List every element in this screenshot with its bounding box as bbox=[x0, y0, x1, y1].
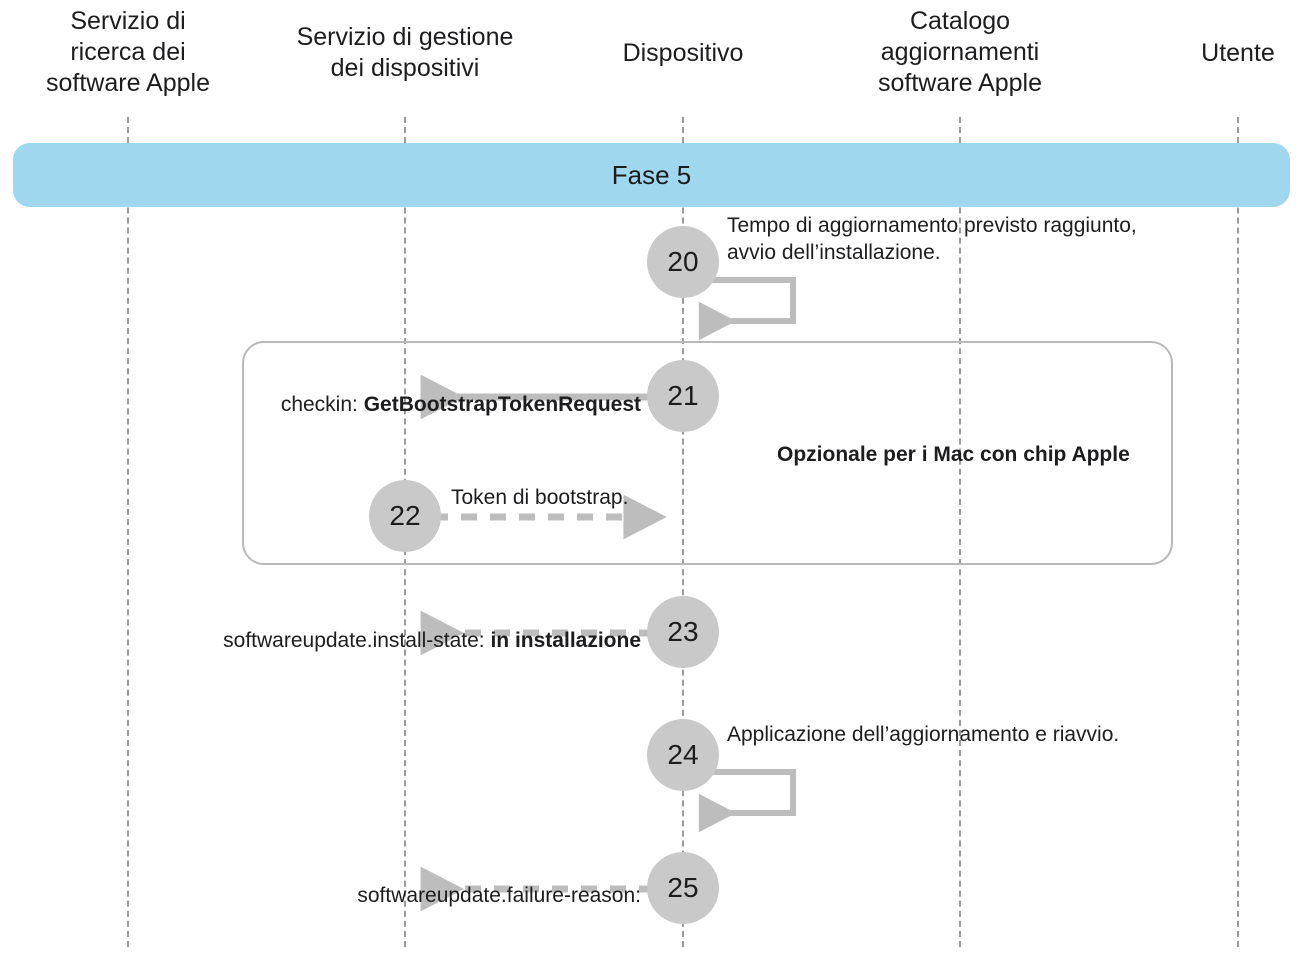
step-number-25: 25 bbox=[667, 872, 699, 903]
column-header-device: Dispositivo bbox=[622, 39, 744, 67]
phase-banner-label: Fase 5 bbox=[611, 159, 692, 190]
message-label-step-22: Token di bootstrap. bbox=[451, 486, 629, 509]
message-label-step-23-strong: in installazione bbox=[490, 629, 641, 652]
column-header-apple-software-lookup-service: Servizio di ricerca dei software Apple bbox=[46, 7, 210, 97]
step-circle-23[interactable]: 23 bbox=[647, 596, 719, 668]
message-label-step-21-strong: GetBootstrapTokenRequest bbox=[363, 393, 641, 416]
message-label-step-23: softwareupdate.install-state: in install… bbox=[0, 600, 641, 654]
message-label-step-20: Tempo di aggiornamento previsto raggiunt… bbox=[727, 214, 1137, 264]
lifeline-device bbox=[682, 117, 684, 947]
step-circle-21[interactable]: 21 bbox=[647, 360, 719, 432]
optional-group-note: Opzionale per i Mac con chip Apple bbox=[777, 443, 1130, 466]
message-label-step-24: Applicazione dell’aggiornamento e riavvi… bbox=[727, 723, 1120, 746]
arrow-step-24 bbox=[698, 769, 796, 833]
message-label-step-21-prefix: checkin: bbox=[280, 393, 364, 416]
step-circle-24[interactable]: 24 bbox=[647, 719, 719, 791]
step-number-22: 22 bbox=[389, 500, 421, 531]
optional-group-box bbox=[242, 341, 1173, 565]
step-number-20: 20 bbox=[667, 246, 699, 277]
message-label-step-21: checkin: GetBootstrapTokenRequest bbox=[0, 364, 641, 418]
lifeline-user bbox=[1237, 117, 1239, 947]
column-header-device-management-service: Servizio di gestione dei dispositivi bbox=[296, 23, 514, 82]
lifeline-apple-software-lookup-service bbox=[127, 117, 129, 947]
message-label-step-23-prefix: softwareupdate.install-state: bbox=[223, 629, 491, 652]
message-label-step-25-prefix: softwareupdate.failure-reason: bbox=[357, 884, 641, 907]
step-circle-25[interactable]: 25 bbox=[647, 852, 719, 924]
phase-banner: Fase 5 bbox=[13, 143, 1290, 207]
step-circle-22[interactable]: 22 bbox=[369, 480, 441, 552]
step-circle-20[interactable]: 20 bbox=[647, 226, 719, 298]
step-number-24: 24 bbox=[667, 739, 699, 770]
column-header-user: Utente bbox=[1201, 39, 1275, 67]
step-number-23: 23 bbox=[667, 616, 699, 647]
step-number-21: 21 bbox=[667, 380, 699, 411]
arrow-step-20 bbox=[698, 277, 796, 341]
lifeline-apple-software-update-catalog bbox=[959, 117, 961, 947]
message-label-step-25: softwareupdate.failure-reason: bbox=[0, 855, 641, 909]
column-header-apple-software-update-catalog: Catalogo aggiornamenti software Apple bbox=[878, 7, 1042, 97]
